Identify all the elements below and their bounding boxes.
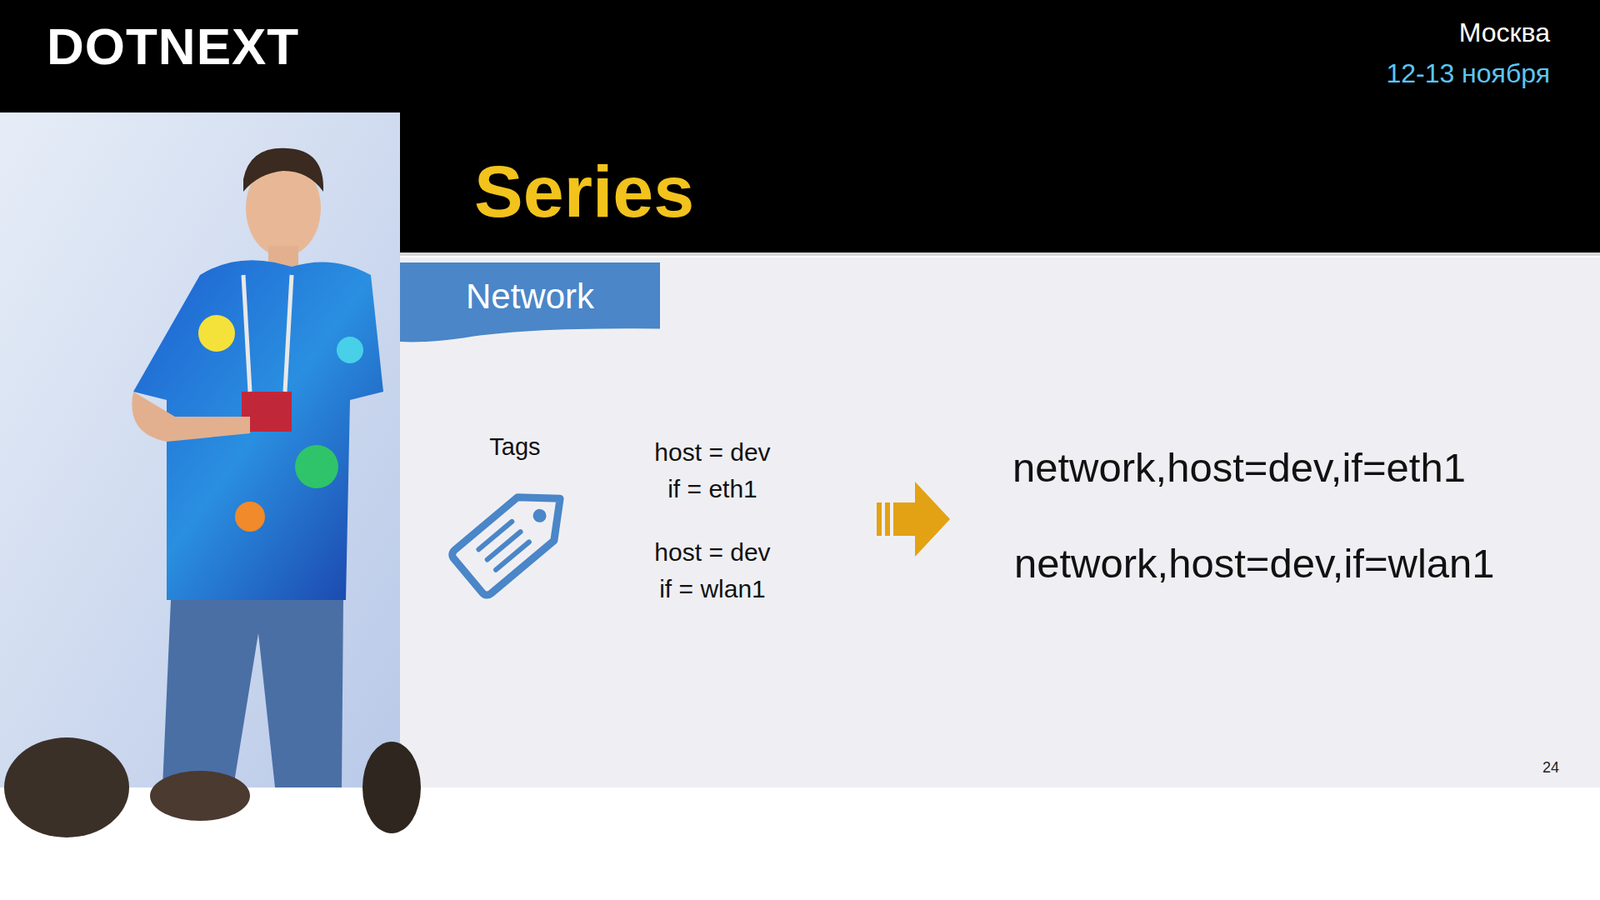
tag-pair: host = dev xyxy=(654,538,770,568)
tag-pair: if = eth1 xyxy=(667,475,758,505)
logo-text: DOTNEXT xyxy=(46,16,300,76)
city-name: Москва xyxy=(1459,17,1550,49)
slide-body xyxy=(400,257,1600,788)
speaker-photo xyxy=(0,112,421,838)
event-date: 12-13 ноября xyxy=(1385,58,1550,90)
slide-number: 24 xyxy=(1542,759,1560,777)
tag-pair: if = wlan1 xyxy=(659,575,766,605)
series-key: network,host=dev,if=eth1 xyxy=(1012,444,1466,491)
slide-title: Series xyxy=(474,149,695,234)
arrow-symbol xyxy=(876,481,950,557)
tag-pair: host = dev xyxy=(654,438,770,468)
tags-label: Tags xyxy=(489,433,540,461)
tab-label: Network xyxy=(465,276,595,317)
tag-icon xyxy=(450,476,579,598)
section-tab: Network xyxy=(400,262,660,344)
series-key: network,host=dev,if=wlan1 xyxy=(1014,540,1495,587)
divider-line xyxy=(400,252,1600,256)
